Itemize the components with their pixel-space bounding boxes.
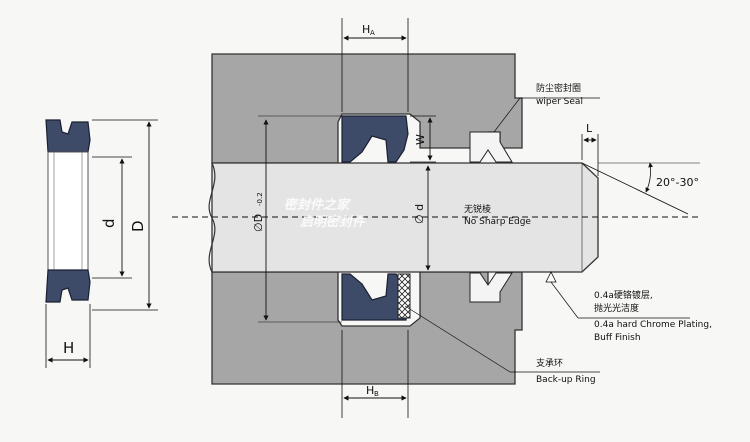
no-sharp-label-cn: 无锐棱 [464, 203, 491, 215]
angle-arc [645, 162, 653, 193]
watermark-line-1: 密封件之家 [284, 197, 351, 213]
dim-HB-label: H [366, 384, 374, 397]
dim-HA-sub: A [370, 29, 375, 37]
dim-HA-label: H [362, 23, 370, 36]
plating-label-cn-2: 抛光光洁度 [594, 302, 639, 314]
backup-ring [397, 273, 411, 319]
rod-break-line [208, 162, 216, 273]
wiper-seal-top [469, 131, 513, 163]
angle-label: 20°-30° [656, 176, 699, 189]
wiper-label-cn: 防尘密封圈 [536, 82, 581, 94]
wiper-label-en: wiper Seal [536, 97, 583, 107]
plating-label-en-1: 0.4a hard Chrome Plating, [594, 320, 712, 330]
chamfer-extension [581, 162, 689, 215]
wiper-seal-bottom [469, 272, 513, 303]
seal-profile-bottom [45, 269, 91, 303]
seal-cross-section: d D H [45, 119, 158, 368]
plating-label-en-2: Buff Finish [594, 333, 641, 343]
dim-d-label: d [100, 218, 118, 228]
plating-leader [550, 281, 579, 319]
no-sharp-label-en: No Sharp Edge [464, 217, 531, 227]
surface-marker [545, 271, 557, 283]
watermark-line-2: 启明密封件 [299, 214, 367, 230]
backup-leader [404, 305, 511, 373]
rod-seal-top [341, 115, 409, 163]
plating-label-cn-1: 0.4a硬铬镀层, [594, 289, 653, 301]
seal-body-outline [47, 151, 89, 271]
backup-label-en: Back-up Ring [536, 375, 596, 385]
dim-L-label: L [586, 122, 593, 135]
rod-seal-bottom [341, 273, 409, 321]
dim-phiD-label: ∅D [252, 214, 265, 232]
backup-label-cn: 支承环 [536, 357, 563, 369]
dim-phiD-tol: -0.2 [256, 192, 264, 206]
seal-profile-top [45, 119, 91, 153]
dim-D-label: D [129, 220, 147, 232]
dim-HB-sub: B [374, 390, 379, 398]
dim-W-label: W [414, 134, 427, 145]
dim-phid-label: ∅ d [413, 204, 426, 224]
dim-H-label: H [63, 339, 74, 357]
wiper-leader [493, 97, 521, 133]
piston-rod [208, 162, 599, 273]
